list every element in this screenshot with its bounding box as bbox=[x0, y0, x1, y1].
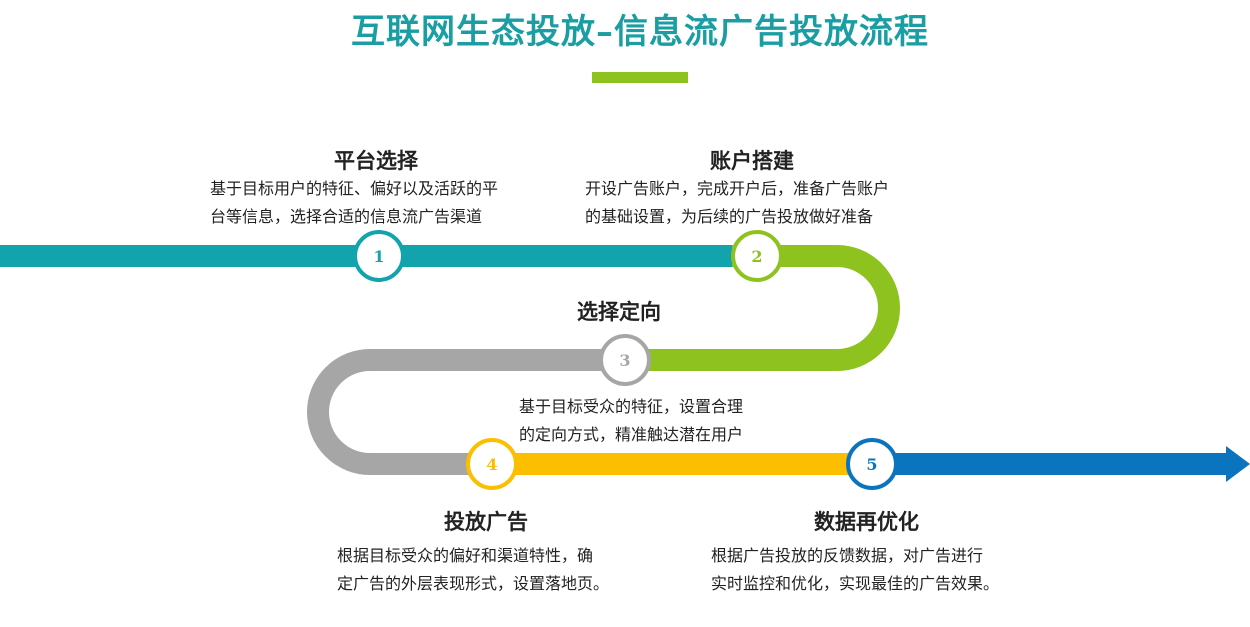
step-2-desc-line-2: 的基础设置，为后续的广告投放做好准备 bbox=[585, 207, 874, 226]
step-3-heading: 选择定向 bbox=[577, 299, 661, 324]
step-4-desc-line-1: 根据目标受众的偏好和渠道特性，确 bbox=[337, 546, 594, 565]
step-2-desc-line-1: 开设广告账户，完成开户后，准备广告账户 bbox=[585, 179, 890, 198]
step-4-description: 根据目标受众的偏好和渠道特性，确 定广告的外层表现形式，设置落地页。 bbox=[337, 542, 609, 598]
step-marker-2: 2 bbox=[731, 230, 783, 282]
step-4-heading: 投放广告 bbox=[444, 509, 528, 534]
step-1-description: 基于目标用户的特征、偏好以及活跃的平 台等信息，选择合适的信息流广告渠道 bbox=[210, 175, 498, 231]
flow-arrow-head bbox=[1226, 446, 1250, 482]
step-1-desc-line-1: 基于目标用户的特征、偏好以及活跃的平 bbox=[210, 179, 499, 198]
step-2-heading: 账户搭建 bbox=[710, 148, 794, 173]
step-number-3: 3 bbox=[619, 351, 630, 370]
page-title: 互联网生态投放–信息流广告投放流程 bbox=[351, 12, 929, 52]
step-3-description: 基于目标受众的特征，设置合理 的定向方式，精准触达潜在用户 bbox=[519, 393, 743, 449]
step-marker-3: 3 bbox=[599, 334, 651, 386]
step-1-heading: 平台选择 bbox=[334, 148, 418, 173]
step-1-desc-line-2: 台等信息，选择合适的信息流广告渠道 bbox=[210, 207, 483, 226]
step-marker-1: 1 bbox=[353, 230, 405, 282]
step-number-2: 2 bbox=[751, 247, 762, 266]
title-underline bbox=[592, 72, 688, 83]
step-3-desc-line-2: 的定向方式，精准触达潜在用户 bbox=[519, 425, 744, 444]
flow-segment-3 bbox=[307, 349, 625, 475]
step-marker-5: 5 bbox=[846, 438, 898, 490]
step-marker-4: 4 bbox=[466, 438, 518, 490]
step-number-4: 4 bbox=[486, 455, 497, 474]
step-5-desc-line-1: 根据广告投放的反馈数据，对广告进行 bbox=[711, 546, 984, 565]
step-3-desc-line-1: 基于目标受众的特征，设置合理 bbox=[519, 397, 744, 416]
step-4-desc-line-2: 定广告的外层表现形式，设置落地页。 bbox=[337, 574, 610, 593]
flow-segment-2 bbox=[625, 245, 900, 371]
step-number-1: 1 bbox=[373, 247, 384, 266]
step-5-desc-line-2: 实时监控和优化，实现最佳的广告效果。 bbox=[711, 574, 1000, 593]
step-2-description: 开设广告账户，完成开户后，准备广告账户 的基础设置，为后续的广告投放做好准备 bbox=[585, 175, 889, 231]
step-5-heading: 数据再优化 bbox=[814, 509, 919, 534]
step-number-5: 5 bbox=[866, 455, 877, 474]
step-5-description: 根据广告投放的反馈数据，对广告进行 实时监控和优化，实现最佳的广告效果。 bbox=[711, 542, 999, 598]
